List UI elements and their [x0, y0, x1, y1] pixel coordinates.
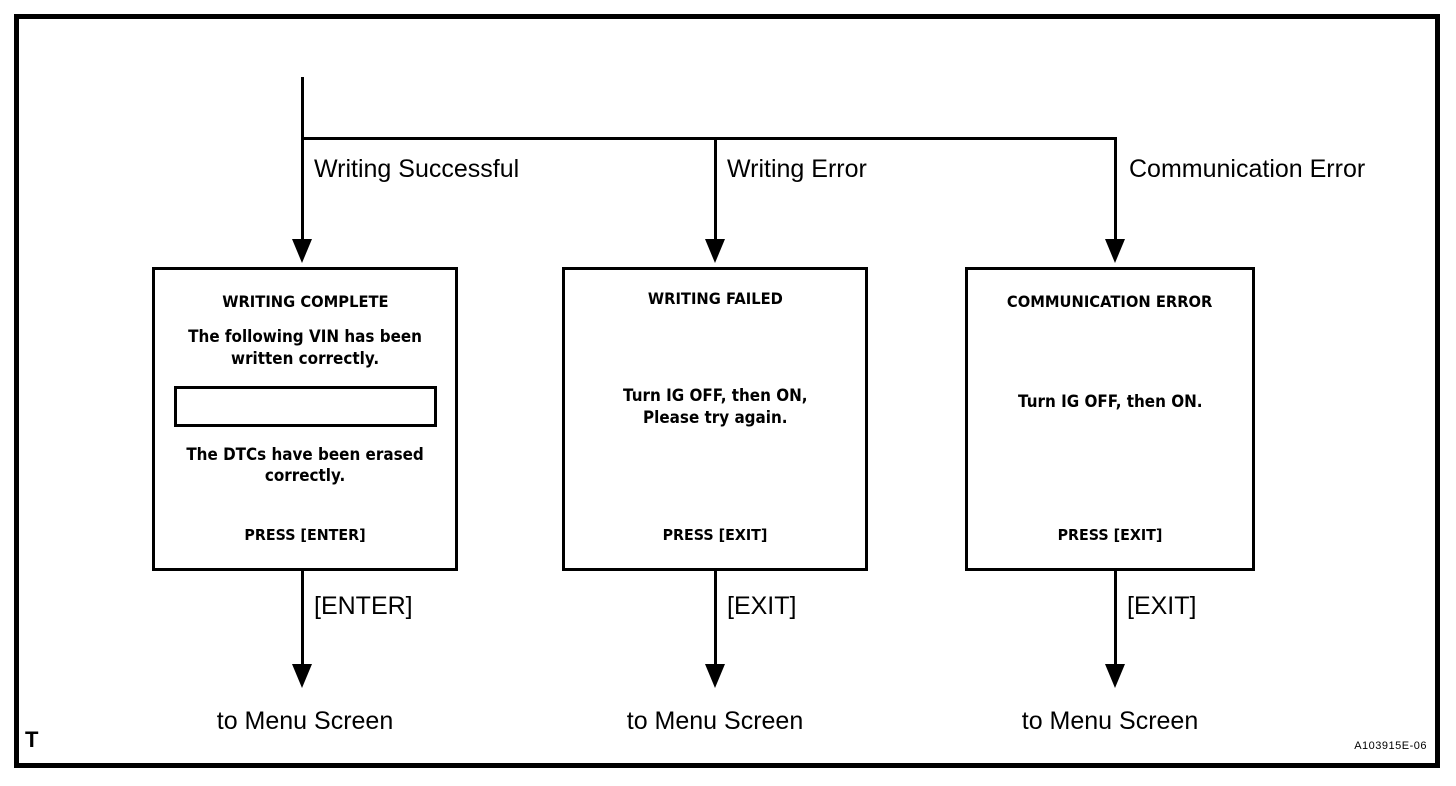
- key-label-exit-communication-error: [EXIT]: [1127, 592, 1197, 620]
- exit-line-exit-writing-failed: [714, 571, 717, 666]
- branch-label-writing-successful: Writing Successful: [314, 155, 520, 183]
- screen-box-writing-failed: WRITING FAILED Turn IG OFF, then ON, Ple…: [562, 267, 868, 571]
- distribution-bus: [301, 137, 1117, 140]
- screen-box-writing-complete: WRITING COMPLETE The following VIN has b…: [152, 267, 458, 571]
- vin-display-field: [173, 385, 437, 427]
- screen-title-writing-complete: WRITING COMPLETE: [221, 292, 389, 311]
- screen-footer-press-exit-communication-error: PRESS [EXIT]: [1057, 526, 1163, 545]
- screen-content-writing-complete: WRITING COMPLETE The following VIN has b…: [155, 270, 455, 568]
- branch-arrow-communication-error: [1105, 239, 1125, 263]
- screen-footer-press-enter: PRESS [ENTER]: [244, 526, 366, 545]
- screen-message-writing-failed: Turn IG OFF, then ON, Please try again.: [622, 386, 808, 427]
- page-corner-marker: T: [25, 727, 39, 752]
- screen-title-communication-error: COMMUNICATION ERROR: [1007, 292, 1213, 311]
- branch-line-writing-error: [714, 137, 717, 243]
- key-label-exit-writing-failed: [EXIT]: [727, 592, 797, 620]
- exit-arrow-exit-writing-failed: [705, 664, 725, 688]
- exit-arrow-enter: [292, 664, 312, 688]
- exit-line-exit-communication-error: [1114, 571, 1117, 666]
- branch-label-communication-error: Communication Error: [1129, 155, 1366, 183]
- screen-content-writing-failed: WRITING FAILED Turn IG OFF, then ON, Ple…: [565, 270, 865, 568]
- exit-line-enter: [301, 571, 304, 666]
- screen-message-communication-error: Turn IG OFF, then ON.: [1017, 392, 1203, 412]
- screen-title-writing-failed: WRITING FAILED: [647, 289, 783, 308]
- terminal-to-menu-screen-1: to Menu Screen: [216, 707, 394, 735]
- screen-box-communication-error: COMMUNICATION ERROR Turn IG OFF, then ON…: [965, 267, 1255, 571]
- branch-arrow-writing-successful: [292, 239, 312, 263]
- branch-line-communication-error: [1114, 137, 1117, 243]
- screen-message-dtc-erased: The DTCs have been erased correctly.: [186, 444, 424, 485]
- exit-arrow-exit-communication-error: [1105, 664, 1125, 688]
- figure-code-label: A103915E-06: [1354, 740, 1427, 752]
- diagram-frame: Writing Successful Writing Error Communi…: [14, 14, 1440, 768]
- terminal-to-menu-screen-2: to Menu Screen: [626, 707, 804, 735]
- entry-line: [301, 77, 304, 140]
- key-label-enter: [ENTER]: [314, 592, 413, 620]
- branch-label-writing-error: Writing Error: [727, 155, 867, 183]
- screen-content-communication-error: COMMUNICATION ERROR Turn IG OFF, then ON…: [968, 270, 1252, 568]
- terminal-to-menu-screen-3: to Menu Screen: [1021, 707, 1199, 735]
- screen-footer-press-exit-writing-failed: PRESS [EXIT]: [662, 526, 768, 545]
- branch-arrow-writing-error: [705, 239, 725, 263]
- screen-message-vin-written: The following VIN has been written corre…: [188, 327, 422, 368]
- branch-line-writing-successful: [301, 137, 304, 243]
